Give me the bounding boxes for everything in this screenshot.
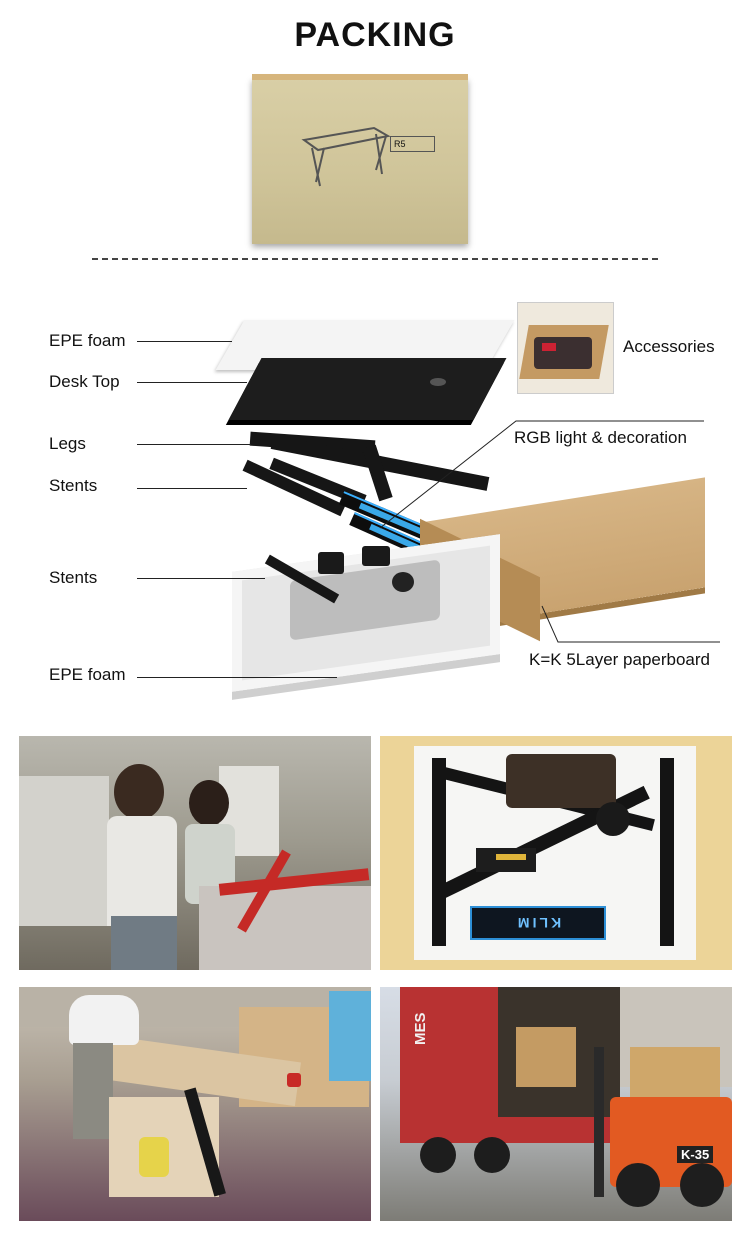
cable-hole <box>430 378 446 386</box>
leader-epe-foam-bottom <box>137 677 337 678</box>
page-title: PACKING <box>294 16 456 54</box>
accessories-bag <box>534 337 592 369</box>
label-epe-foam-top: EPE foam <box>49 331 126 350</box>
leader-stents-2 <box>137 578 265 579</box>
label-epe-foam-bottom: EPE foam <box>49 665 126 684</box>
leader-legs <box>137 444 251 445</box>
truck-container-text: MES <box>412 1012 429 1045</box>
section-divider <box>92 258 658 260</box>
photo-taping-carton <box>19 987 371 1221</box>
label-stents-1: Stents <box>49 476 98 495</box>
stent-block-2 <box>362 546 390 566</box>
label-stents-2: Stents <box>49 568 98 587</box>
photo-loading-truck <box>380 987 732 1221</box>
shipping-box-image: R5 <box>252 74 468 244</box>
leader-epe-foam-top <box>137 341 232 342</box>
accessories-item <box>542 343 556 351</box>
leader-stents-1 <box>137 488 247 489</box>
accessories-image <box>517 302 614 394</box>
leader-desk-top <box>137 382 247 383</box>
label-paperboard: K=K 5Layer paperboard <box>529 650 710 669</box>
box-tape <box>252 74 468 80</box>
leader-rgb <box>379 420 704 529</box>
klim-logo-panel: KLIM <box>470 906 606 940</box>
leader-paperboard <box>541 605 720 643</box>
stent-block-1 <box>318 552 344 574</box>
label-accessories: Accessories <box>623 337 715 356</box>
forklift-model-label: K-35 <box>677 1146 714 1163</box>
photo-workers-packing <box>19 736 371 970</box>
label-legs: Legs <box>49 434 86 453</box>
label-desk-top: Desk Top <box>49 372 120 391</box>
label-rgb: RGB light & decoration <box>514 428 687 447</box>
desk-top-panel <box>228 358 507 420</box>
desk-outline-icon <box>301 126 391 187</box>
box-model-mark: R5 <box>390 136 435 152</box>
fan-part <box>392 572 414 592</box>
